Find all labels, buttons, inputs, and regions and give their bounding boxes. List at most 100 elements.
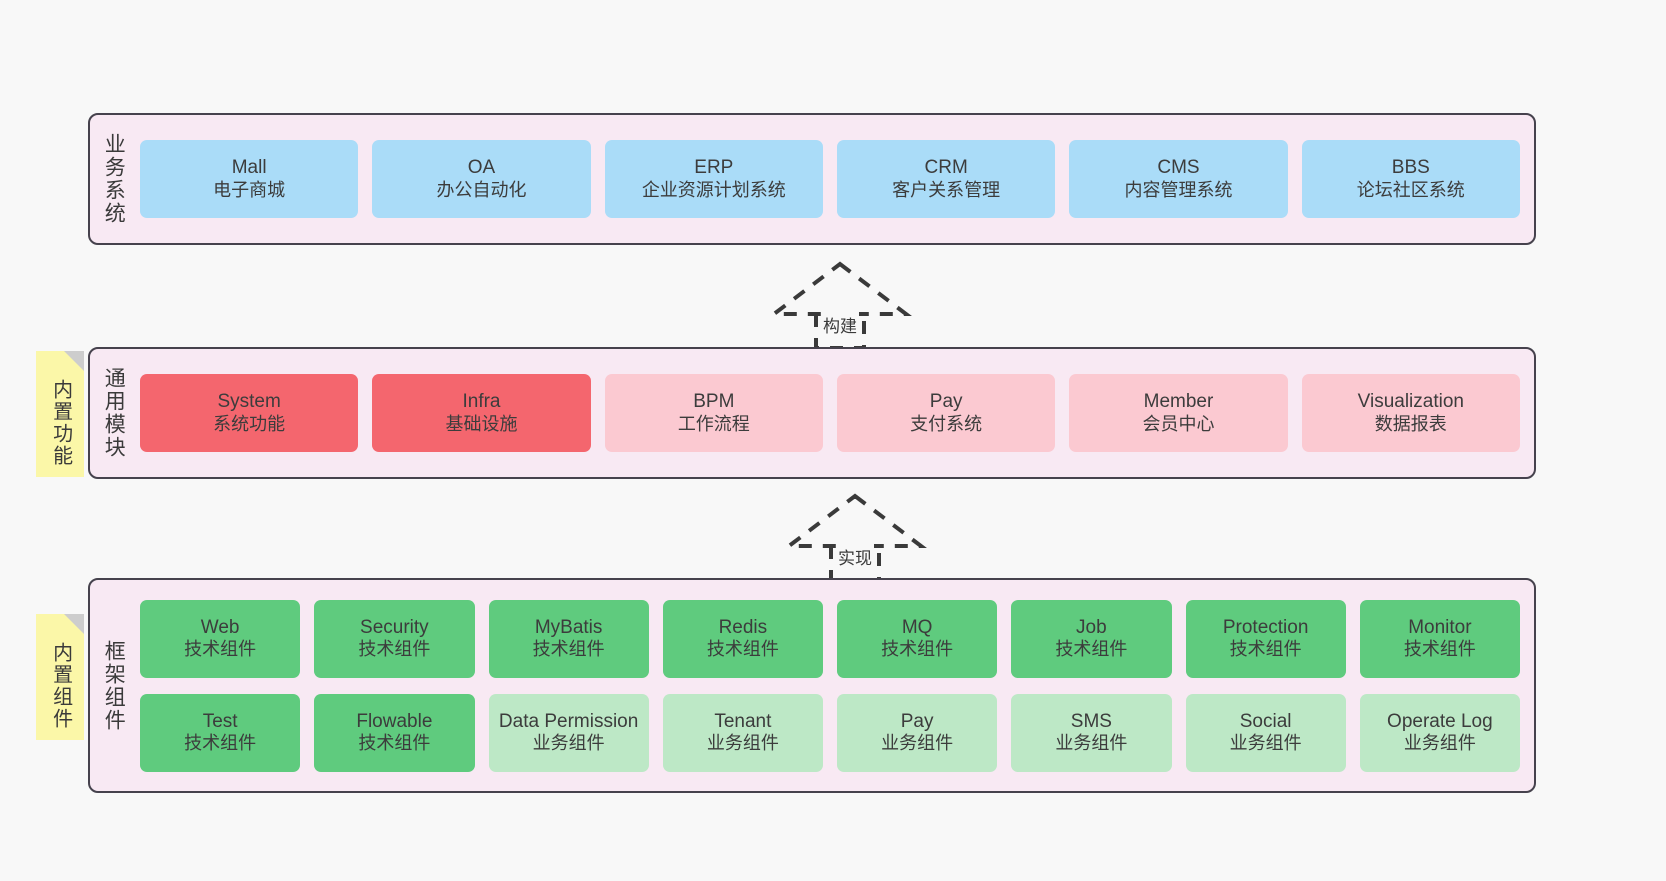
node-pay-module[interactable]: Pay 支付系统 [836,374,1056,452]
node-erp-en: ERP [694,157,734,179]
node-pay-module-cn: 支付系统 [910,413,983,434]
node-redis-en: Redis [718,616,768,638]
node-mybatis[interactable]: MyBatis 技术组件 [488,599,649,678]
node-mall-en: Mall [231,157,267,179]
node-infra[interactable]: Infra 基础设施 [372,374,591,452]
node-visualization-en: Visualization [1357,391,1464,413]
layer-framework-components: 框架组件 Web 技术组件 Security 技术组件 MyBatis 技术组件… [88,578,1536,793]
node-monitor-cn: 技术组件 [1403,639,1476,660]
node-visualization[interactable]: Visualization 数据报表 [1301,374,1520,452]
layer-body-common: System 系统功能 Infra 基础设施 BPM 工作流程 Pay 支付系统… [136,349,1534,477]
arrow-realize-label: 实现 [836,543,874,570]
node-cms-cn: 内容管理系统 [1124,179,1233,200]
node-bbs[interactable]: BBS 论坛社区系统 [1301,140,1520,218]
node-web-cn: 技术组件 [184,639,257,660]
node-operate-log-cn: 业务组件 [1403,733,1476,754]
node-mq-cn: 技术组件 [881,639,954,660]
node-tenant-en: Tenant [714,710,772,732]
node-mybatis-cn: 技术组件 [532,639,605,660]
sticky-fold-corner-icon [64,614,84,634]
arrow-build: 构建 [760,258,920,350]
node-data-permission-cn: 业务组件 [532,733,605,754]
node-member-en: Member [1143,391,1214,413]
node-bpm-cn: 工作流程 [677,413,750,434]
node-infra-cn: 基础设施 [445,413,518,434]
node-cms-en: CMS [1157,157,1200,179]
node-security-en: Security [360,616,429,638]
node-sms-cn: 业务组件 [1055,733,1128,754]
node-crm-cn: 客户关系管理 [892,179,1001,200]
node-member[interactable]: Member 会员中心 [1069,374,1288,452]
layer-business-systems: 业务系统 Mall 电子商城 OA 办公自动化 ERP 企业资源计划系统 CRM… [88,113,1536,245]
node-protection-en: Protection [1222,616,1309,638]
node-cms[interactable]: CMS 内容管理系统 [1069,140,1288,218]
node-mall[interactable]: Mall 电子商城 [140,140,359,218]
arrow-build-label: 构建 [821,311,859,338]
sticky-note-builtin-components: 内置组件 [36,614,84,740]
node-flowable-cn: 技术组件 [358,733,431,754]
node-bbs-en: BBS [1391,157,1430,179]
node-mq[interactable]: MQ 技术组件 [837,599,998,678]
node-social-cn: 业务组件 [1229,733,1302,754]
node-test-en: Test [202,710,238,732]
node-security-cn: 技术组件 [358,639,431,660]
cell-row-business-components: Test 技术组件 Flowable 技术组件 Data Permission … [140,693,1520,772]
node-operate-log[interactable]: Operate Log 业务组件 [1359,693,1520,772]
node-pay-component-en: Pay [900,710,934,732]
node-erp-cn: 企业资源计划系统 [641,179,786,200]
cell-row-common: System 系统功能 Infra 基础设施 BPM 工作流程 Pay 支付系统… [140,374,1520,452]
node-mq-en: MQ [901,616,933,638]
node-monitor[interactable]: Monitor 技术组件 [1359,599,1520,678]
node-system[interactable]: System 系统功能 [140,374,359,452]
node-protection-cn: 技术组件 [1229,639,1302,660]
layer-title-framework: 框架组件 [102,639,126,732]
sticky-note-builtin-features: 内置功能 [36,351,84,477]
node-operate-log-en: Operate Log [1387,710,1493,732]
node-tenant[interactable]: Tenant 业务组件 [662,693,823,772]
node-oa-en: OA [467,157,496,179]
node-infra-en: Infra [462,391,501,413]
node-bpm[interactable]: BPM 工作流程 [604,374,823,452]
node-pay-component-cn: 业务组件 [881,733,954,754]
node-data-permission-en: Data Permission [498,710,639,732]
arrow-realize: 实现 [775,490,935,582]
node-crm[interactable]: CRM 客户关系管理 [836,140,1056,218]
node-monitor-en: Monitor [1408,616,1472,638]
layer-title-business: 业务系统 [102,133,126,225]
node-mybatis-en: MyBatis [534,616,603,638]
node-redis[interactable]: Redis 技术组件 [662,599,823,678]
cell-row-business: Mall 电子商城 OA 办公自动化 ERP 企业资源计划系统 CRM 客户关系… [140,140,1520,218]
node-security[interactable]: Security 技术组件 [314,599,475,678]
node-oa[interactable]: OA 办公自动化 [372,140,591,218]
node-system-cn: 系统功能 [213,413,286,434]
node-protection[interactable]: Protection 技术组件 [1185,599,1346,678]
node-bbs-cn: 论坛社区系统 [1356,179,1465,200]
node-pay-module-en: Pay [929,391,963,413]
node-social[interactable]: Social 业务组件 [1185,693,1346,772]
node-tenant-cn: 业务组件 [706,733,779,754]
node-job[interactable]: Job 技术组件 [1011,599,1172,678]
node-flowable[interactable]: Flowable 技术组件 [314,693,475,772]
node-member-cn: 会员中心 [1142,413,1215,434]
node-test[interactable]: Test 技术组件 [140,693,301,772]
node-oa-cn: 办公自动化 [436,179,527,200]
node-flowable-en: Flowable [356,710,433,732]
layer-common-modules: 通用模块 System 系统功能 Infra 基础设施 BPM 工作流程 Pay… [88,347,1536,479]
node-web[interactable]: Web 技术组件 [140,599,301,678]
node-mall-cn: 电子商城 [213,179,286,200]
node-pay-component[interactable]: Pay 业务组件 [837,693,998,772]
node-erp[interactable]: ERP 企业资源计划系统 [604,140,823,218]
node-test-cn: 技术组件 [184,733,257,754]
node-data-permission[interactable]: Data Permission 业务组件 [488,693,649,772]
node-system-en: System [217,391,281,413]
node-visualization-cn: 数据报表 [1374,413,1447,434]
layer-body-business: Mall 电子商城 OA 办公自动化 ERP 企业资源计划系统 CRM 客户关系… [136,115,1534,243]
node-social-en: Social [1239,710,1292,732]
sticky-note-builtin-components-label: 内置组件 [49,642,72,730]
sticky-fold-corner-icon [64,351,84,371]
node-job-cn: 技术组件 [1055,639,1128,660]
cell-row-tech-components: Web 技术组件 Security 技术组件 MyBatis 技术组件 Redi… [140,599,1520,678]
node-sms[interactable]: SMS 业务组件 [1011,693,1172,772]
sticky-note-builtin-features-label: 内置功能 [49,379,72,467]
